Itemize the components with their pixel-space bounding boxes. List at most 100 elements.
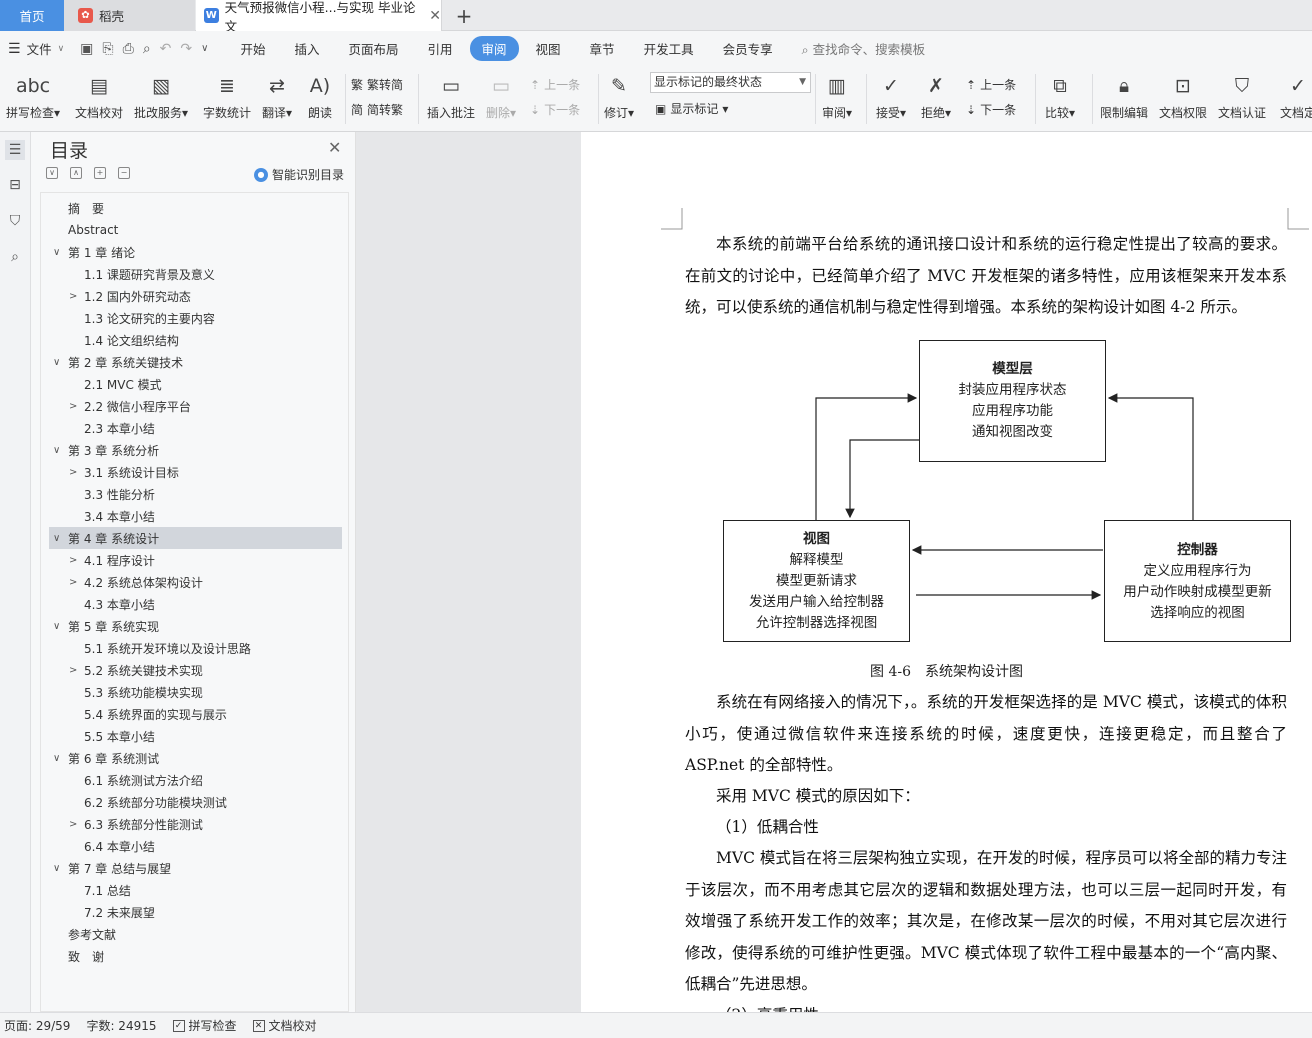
revise-button[interactable]: ✎修订▾	[604, 71, 634, 121]
toc-item[interactable]: 5.5 本章小结	[49, 725, 342, 747]
simp-to-trad-button[interactable]: 简简转繁	[351, 103, 404, 117]
trad-to-simp-button[interactable]: 繁繁转简	[351, 78, 404, 92]
add-heading-icon[interactable]: +	[94, 167, 106, 179]
toc-item[interactable]: >5.2 系统关键技术实现	[49, 659, 342, 681]
translate-button[interactable]: ⇄翻译▾	[262, 71, 292, 121]
toc-item[interactable]: ∨第 5 章 系统实现	[49, 615, 342, 637]
toc-panel-icon[interactable]: ☰	[5, 140, 25, 160]
chevron-down-icon[interactable]: ∨	[53, 532, 61, 544]
chevron-right-icon[interactable]: >	[69, 664, 78, 676]
toc-item[interactable]: 3.4 本章小结	[49, 505, 342, 527]
toc-item[interactable]: ∨第 7 章 总结与展望	[49, 857, 342, 879]
toc-item[interactable]: 2.3 本章小结	[49, 417, 342, 439]
tab-home[interactable]: 首页	[0, 0, 64, 31]
chevron-right-icon[interactable]: >	[69, 576, 78, 588]
remove-heading-icon[interactable]: −	[118, 167, 130, 179]
ribbon-tab[interactable]: 审阅	[469, 36, 519, 61]
toc-item[interactable]: 5.1 系统开发环境以及设计思路	[49, 637, 342, 659]
ribbon-tab[interactable]: 引用	[427, 42, 453, 57]
reject-button[interactable]: ✗拒绝▾	[921, 71, 951, 121]
restrict-edit-button[interactable]: 🔒︎限制编辑	[1100, 71, 1148, 121]
batch-service-button[interactable]: ▧批改服务▾	[134, 71, 188, 121]
save-icon[interactable]: ▣	[80, 40, 94, 57]
show-markup-button[interactable]: ▣显示标记▾	[655, 101, 729, 117]
new-tab-button[interactable]: +	[452, 0, 476, 31]
spell-check-status[interactable]: ✓拼写检查	[172, 1017, 237, 1034]
chevron-down-icon[interactable]: ∨	[53, 620, 61, 632]
word-count-button[interactable]: ≣字数统计	[203, 71, 251, 121]
ribbon-tab[interactable]: 视图	[535, 42, 561, 57]
toc-item[interactable]: >1.2 国内外研究动态	[49, 285, 342, 307]
search-icon[interactable]: ⌕	[11, 249, 19, 265]
chevron-right-icon[interactable]: >	[69, 290, 78, 302]
ribbon-tab[interactable]: 开发工具	[643, 42, 694, 57]
toc-item[interactable]: 2.1 MVC 模式	[49, 373, 342, 395]
toc-item[interactable]: 摘 要	[49, 197, 342, 219]
toc-item[interactable]: >4.1 程序设计	[49, 549, 342, 571]
print-icon[interactable]: ⎙	[122, 40, 134, 57]
compare-button[interactable]: ⧉比较▾	[1045, 71, 1075, 121]
read-aloud-button[interactable]: A)朗读	[306, 71, 334, 121]
chevron-right-icon[interactable]: >	[69, 818, 78, 830]
redo-icon[interactable]: ↷	[180, 40, 193, 57]
toc-item[interactable]: 参考文献	[49, 923, 342, 945]
toc-item[interactable]: >3.1 系统设计目标	[49, 461, 342, 483]
toc-item[interactable]: 7.1 总结	[49, 879, 342, 901]
collapse-all-icon[interactable]: ∧	[70, 167, 82, 179]
undo-icon[interactable]: ↶	[159, 40, 172, 57]
prev-comment-button[interactable]: ⇡上一条	[530, 77, 581, 93]
chevron-down-icon[interactable]: ∨	[53, 862, 61, 874]
toc-item[interactable]: ∨第 2 章 系统关键技术	[49, 351, 342, 373]
toc-item[interactable]: 致 谢	[49, 945, 342, 967]
toc-item[interactable]: >2.2 微信小程序平台	[49, 395, 342, 417]
ribbon-tab[interactable]: 会员专享	[722, 42, 773, 57]
chevron-right-icon[interactable]: >	[69, 400, 78, 412]
toc-item[interactable]: 6.2 系统部分功能模块测试	[49, 791, 342, 813]
word-count-indicator[interactable]: 字数: 24915	[86, 1017, 156, 1034]
chevron-down-icon[interactable]: ∨	[53, 356, 61, 368]
insert-comment-button[interactable]: ▭插入批注	[427, 71, 475, 121]
next-comment-button[interactable]: ⇣下一条	[530, 102, 581, 118]
close-icon[interactable]: ✕	[328, 138, 342, 157]
smart-toc-button[interactable]: ● 智能识别目录	[254, 166, 344, 183]
toc-item[interactable]: >4.2 系统总体架构设计	[49, 571, 342, 593]
section-nav-icon[interactable]: ⊟	[9, 177, 21, 193]
chevron-down-icon[interactable]: ∨	[53, 246, 61, 258]
document-page[interactable]: 本系统的前端平台给系统的通讯接口设计和系统的运行稳定性提出了较高的要求。在前文的…	[581, 132, 1312, 1012]
markup-display-select[interactable]: 显示标记的最终状态 ▼	[650, 72, 811, 93]
expand-all-icon[interactable]: ∨	[46, 167, 58, 179]
toc-item[interactable]: 5.3 系统功能模块实现	[49, 681, 342, 703]
bookmark-icon[interactable]: ⛉	[9, 213, 21, 229]
tab-docer[interactable]: ✿ 稻壳	[64, 0, 195, 31]
doc-proof-button[interactable]: ▤文档校对	[75, 71, 123, 121]
toc-item[interactable]: 4.3 本章小结	[49, 593, 342, 615]
toc-item[interactable]: ∨第 4 章 系统设计	[49, 527, 342, 549]
tab-document[interactable]: W 天气预报微信小程...与实现 毕业论文 ✕	[196, 0, 442, 34]
prev-change-button[interactable]: ⇡上一条	[966, 77, 1017, 93]
toc-item[interactable]: 7.2 未来展望	[49, 901, 342, 923]
page-indicator[interactable]: 页面: 29/59	[4, 1017, 70, 1034]
toc-item[interactable]: >6.3 系统部分性能测试	[49, 813, 342, 835]
toc-item[interactable]: 3.3 性能分析	[49, 483, 342, 505]
toc-item[interactable]: 1.4 论文组织结构	[49, 329, 342, 351]
toc-item[interactable]: ∨第 6 章 系统测试	[49, 747, 342, 769]
ribbon-tab[interactable]: 页面布局	[348, 42, 399, 57]
toc-item[interactable]: 5.4 系统界面的实现与展示	[49, 703, 342, 725]
more-icon[interactable]: ∨	[201, 43, 209, 54]
print-preview-icon[interactable]: ⌕	[142, 40, 151, 57]
close-icon[interactable]: ✕	[429, 7, 441, 24]
ribbon-tab[interactable]: 开始	[240, 42, 266, 57]
toc-item[interactable]: 6.1 系统测试方法介绍	[49, 769, 342, 791]
file-menu[interactable]: ☰ 文件 ∨	[8, 39, 64, 58]
toc-item[interactable]: Abstract	[49, 219, 342, 241]
toc-item[interactable]: 1.3 论文研究的主要内容	[49, 307, 342, 329]
delete-comment-button[interactable]: ▭删除▾	[486, 71, 516, 121]
toc-item[interactable]: 1.1 课题研究背景及意义	[49, 263, 342, 285]
chevron-down-icon[interactable]: ∨	[53, 752, 61, 764]
accept-button[interactable]: ✓接受▾	[876, 71, 906, 121]
review-button[interactable]: ▥审阅▾	[822, 71, 852, 121]
chevron-down-icon[interactable]: ∨	[53, 444, 61, 456]
chevron-right-icon[interactable]: >	[69, 466, 78, 478]
toc-item[interactable]: 6.4 本章小结	[49, 835, 342, 857]
